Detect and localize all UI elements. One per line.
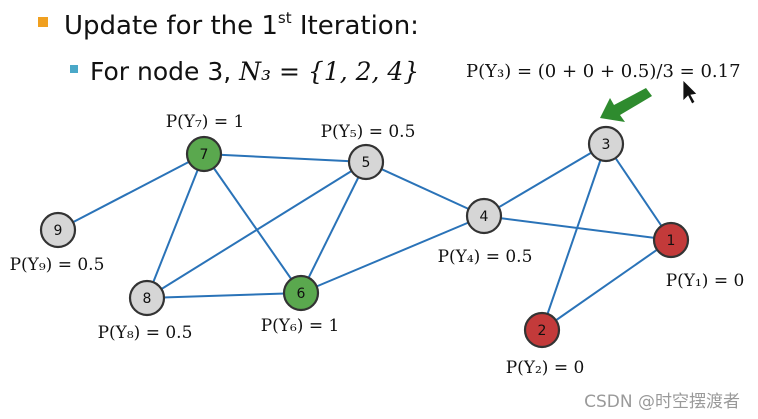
node-3-id: 3 [602,137,611,153]
node-7-circle [185,135,223,173]
edge-7-9 [57,153,205,231]
edge-6-4 [300,215,485,294]
node-6-id: 6 [297,286,306,302]
node-4-circle [465,197,503,235]
node-1-label: P(Y₁) = 0 [666,271,745,291]
edge-7-5 [203,153,367,163]
node-8-label: P(Y₈) = 0.5 [98,323,193,343]
node-9-circle [39,211,77,249]
graph-edges [57,143,672,331]
node-2-label: P(Y₂) = 0 [506,358,585,378]
edge-8-6 [146,292,302,299]
node-7-label: P(Y₇) = 1 [166,112,245,132]
node-8-circle [128,279,166,317]
watermark: CSDN @时空摆渡者 [584,392,740,412]
bullet-1-rest: Iteration: [292,11,419,41]
node-4-label: P(Y₄) = 0.5 [438,247,533,267]
edge-5-4 [365,161,485,217]
node-6-circle [282,274,320,312]
node-9-label: P(Y₉) = 0.5 [10,255,105,275]
edge-5-6 [300,161,367,294]
highlight-formula: P(Y₃) = (0 + 0 + 0.5)/3 = 0.17 [466,61,741,82]
node-6: 6 [282,274,320,312]
node-5: 5 [347,143,385,181]
mouse-cursor-icon [682,79,698,105]
node-5-circle [347,143,385,181]
bullet-marker-orange [38,17,48,27]
node-9-id: 9 [54,223,63,239]
edge-1-2 [541,239,672,331]
node-1: 1 [652,221,690,259]
bullet-2-text: For node 3, [90,57,239,86]
node-7-id: 7 [200,147,209,163]
node-8: 8 [128,279,166,317]
pointer-arrow-icon [600,88,652,122]
bullet-1-text: Update for the 1 [64,11,278,41]
node-7: 7 [185,135,223,173]
edge-7-6 [203,153,302,294]
bullet-2: For node 3, N₃ = {1, 2, 4} [90,57,419,86]
node-5-id: 5 [362,155,371,171]
edge-4-3 [483,143,607,217]
node-2-circle [523,311,561,349]
node-2: 2 [523,311,561,349]
edge-3-1 [605,143,672,241]
node-8-id: 8 [143,291,152,307]
node-4-id: 4 [480,209,489,225]
edge-3-2 [541,143,607,331]
edge-7-8 [146,153,205,299]
node-2-id: 2 [538,323,547,339]
bullet-2-math: N₃ = {1, 2, 4} [238,57,419,86]
bullet-marker-blue [70,65,78,73]
node-1-id: 1 [667,233,676,249]
bullet-1-superscript: st [278,9,292,27]
node-5-label: P(Y₅) = 0.5 [321,122,416,142]
edge-5-8 [146,161,367,299]
node-6-label: P(Y₆) = 1 [261,316,340,336]
node-1-circle [652,221,690,259]
bullet-1: Update for the 1st Iteration: [64,9,419,41]
node-3: 3 [587,125,625,163]
node-3-circle [587,125,625,163]
node-9: 9 [39,211,77,249]
graph-nodes: 1 2 3 4 5 6 7 8 9 [39,125,690,349]
graph-labels: P(Y₁) = 0 P(Y₂) = 0 P(Y₄) = 0.5 P(Y₅) = 0.5… [10,112,745,378]
node-4: 4 [465,197,503,235]
